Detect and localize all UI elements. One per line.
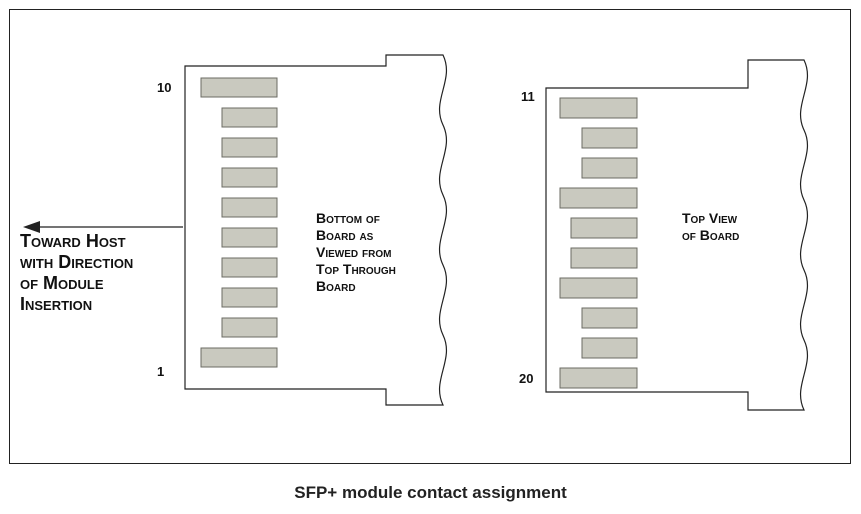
contact-pad-2 [221, 317, 278, 338]
pin-label-1: 1 [157, 364, 165, 379]
contact-pad-3 [221, 287, 278, 308]
direction-arrow [23, 221, 183, 233]
contact-pad-6 [221, 197, 278, 218]
direction-label: Toward Host with Direction of Module Ins… [20, 231, 134, 314]
left-pads [200, 77, 278, 368]
bottom-board-label: Bottom of Board as Viewed from Top Throu… [316, 210, 396, 294]
pin-label-11: 11 [521, 89, 535, 104]
contact-pad-12 [581, 127, 638, 149]
contact-pad-11 [559, 97, 638, 119]
right-pads [559, 97, 638, 389]
contact-pad-10 [200, 77, 278, 98]
contact-pad-5 [221, 227, 278, 248]
contact-pad-20 [559, 367, 638, 389]
contact-pad-9 [221, 107, 278, 128]
pin-label-10: 10 [157, 80, 172, 95]
contact-pad-15 [570, 217, 638, 239]
figure-caption: SFP+ module contact assignment [294, 483, 567, 502]
contact-pad-8 [221, 137, 278, 158]
contact-pad-1 [200, 347, 278, 368]
contact-pad-13 [581, 157, 638, 179]
contact-pad-7 [221, 167, 278, 188]
right-board-outline [545, 59, 809, 411]
pin-label-20: 20 [519, 371, 534, 386]
contact-pad-19 [581, 337, 638, 359]
contact-pad-17 [559, 277, 638, 299]
contact-pad-18 [581, 307, 638, 329]
diagram-frame [9, 9, 851, 464]
contact-pad-4 [221, 257, 278, 278]
left-board-outline [184, 54, 448, 406]
contact-pad-16 [570, 247, 638, 269]
top-board-label: Top View of Board [682, 210, 740, 243]
contact-pad-14 [559, 187, 638, 209]
